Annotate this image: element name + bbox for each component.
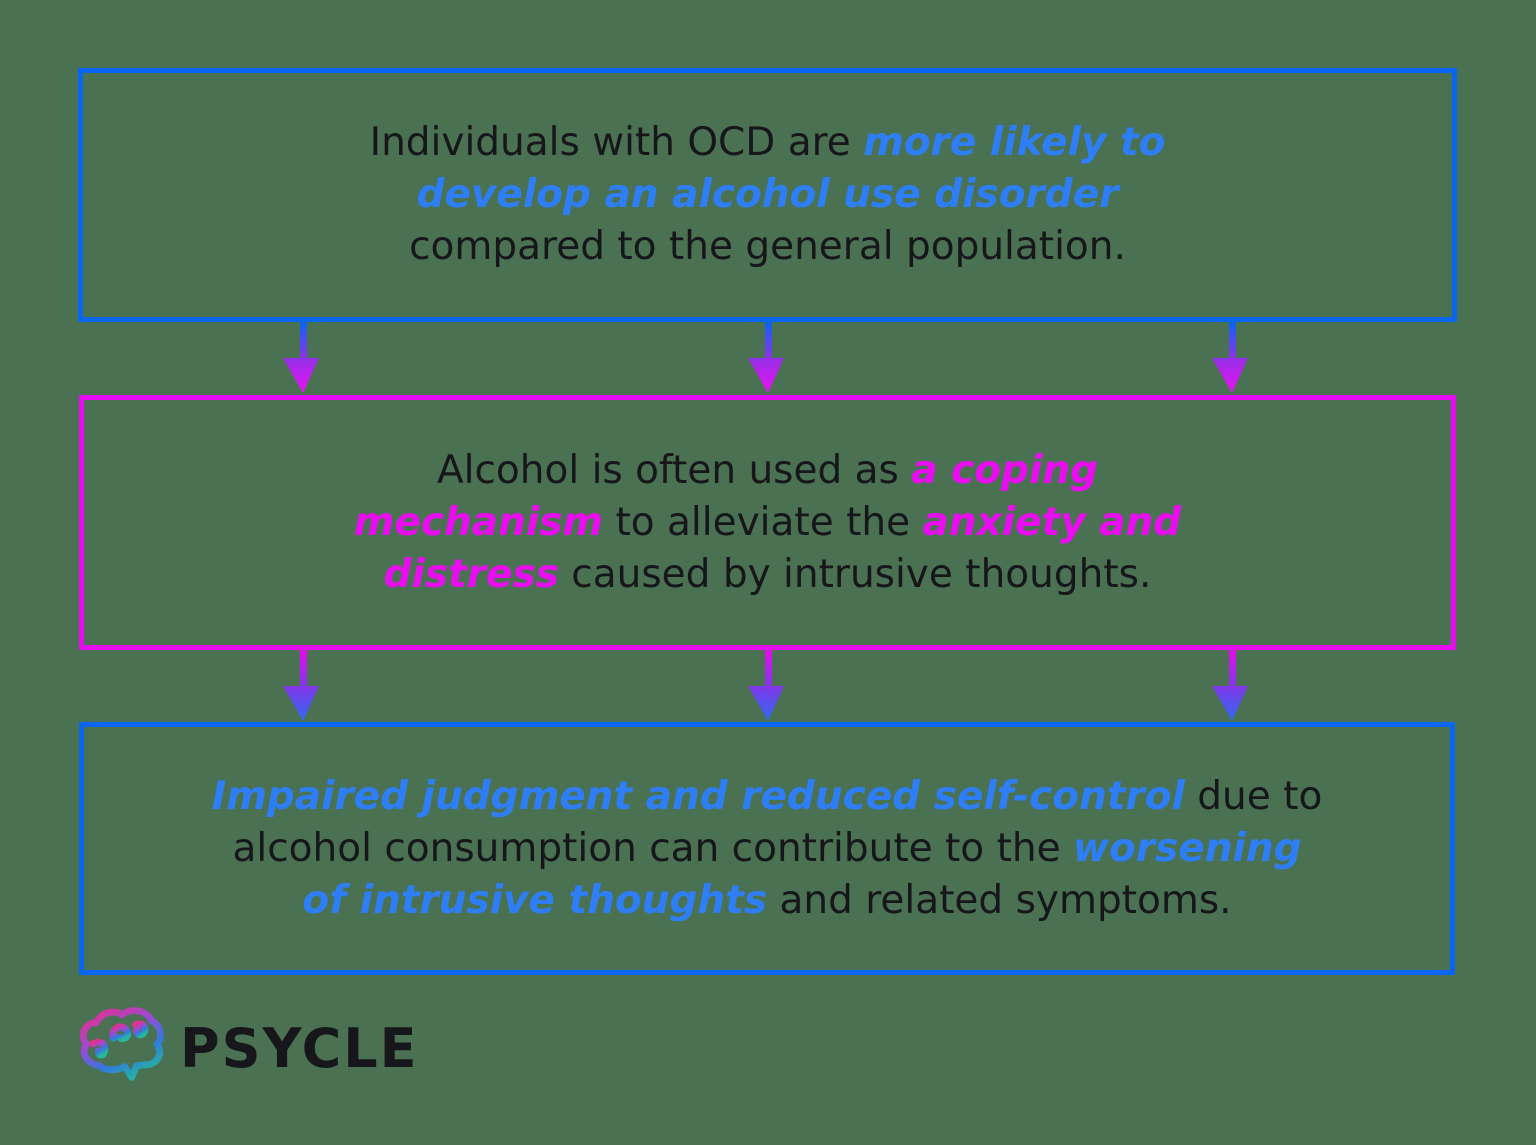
text-line: compared to the general population. <box>409 221 1126 273</box>
text-line: Impaired judgment and reduced self-contr… <box>212 771 1323 823</box>
text-segment: and related symptoms. <box>767 877 1232 923</box>
arrow-down-icon <box>1212 322 1248 393</box>
text-line: distress caused by intrusive thoughts. <box>384 549 1152 601</box>
highlight-segment: mechanism <box>353 499 604 545</box>
arrow-down-icon <box>283 322 319 393</box>
brand-logo: PSYCLE <box>76 1000 419 1096</box>
text-line: mechanism to alleviate the anxiety and <box>354 497 1181 549</box>
text-segment: alcohol consumption can contribute to th… <box>232 825 1073 871</box>
flow-box-bottom: Impaired judgment and reduced self-contr… <box>79 722 1455 975</box>
text-segment: Alcohol is often used as <box>436 447 912 493</box>
highlight-segment: Impaired judgment and reduced self-contr… <box>211 773 1185 819</box>
highlight-segment: anxiety and <box>922 499 1182 545</box>
highlight-segment: develop an alcohol use disorder <box>416 172 1119 217</box>
highlight-segment: distress <box>383 551 559 597</box>
text-line: alcohol consumption can contribute to th… <box>232 823 1301 875</box>
text-segment: caused by intrusive thoughts. <box>558 551 1152 597</box>
text-segment: Individuals with OCD are <box>369 120 864 165</box>
highlight-segment: of intrusive thoughts <box>302 877 768 923</box>
text-segment: compared to the general population. <box>409 224 1126 269</box>
brand-name: PSYCLE <box>180 1016 419 1080</box>
arrow-down-icon <box>283 650 319 721</box>
text-line: Individuals with OCD are more likely to <box>370 117 1166 169</box>
flow-box-middle: Alcohol is often used as a coping mechan… <box>79 395 1456 650</box>
brain-icon <box>79 1007 164 1081</box>
highlight-segment: worsening <box>1072 825 1302 871</box>
text-segment: due to <box>1184 773 1323 819</box>
text-line: develop an alcohol use disorder <box>417 169 1119 221</box>
flow-box-top: Individuals with OCD are more likely to … <box>78 68 1457 322</box>
arrow-down-icon <box>748 322 784 393</box>
text-line: of intrusive thoughts and related sympto… <box>302 875 1231 927</box>
arrow-down-icon <box>748 650 784 721</box>
text-segment: to alleviate the <box>603 499 923 545</box>
highlight-segment: more likely to <box>863 120 1166 165</box>
text-line: Alcohol is often used as a coping <box>437 445 1098 497</box>
highlight-segment: a coping <box>911 447 1099 493</box>
arrow-down-icon <box>1212 650 1248 721</box>
